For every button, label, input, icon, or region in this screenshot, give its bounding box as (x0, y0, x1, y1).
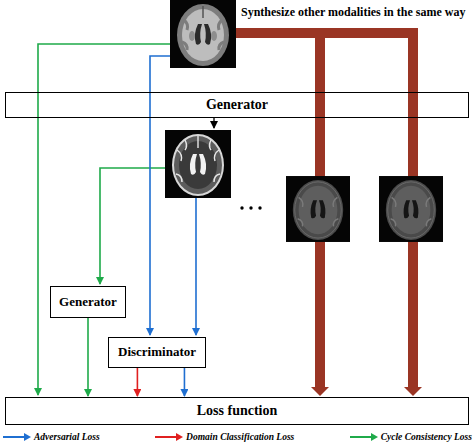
domain-classification-arrow (137, 368, 139, 396)
legend-item: Cycle Consistency Loss (349, 432, 472, 442)
generator-box: Generator (50, 286, 126, 318)
legend: Adversarial Loss Domain Classification Lo… (2, 429, 472, 444)
legend-label: Adversarial Loss (34, 432, 100, 442)
mri-modality-image (286, 176, 350, 242)
mri-t2-image (165, 130, 231, 198)
cycle-consistency-arrow (87, 318, 89, 396)
loss-function-band: Loss function (5, 397, 469, 425)
legend-label: Cycle Consistency Loss (381, 432, 472, 442)
generator-band: Generator (5, 92, 469, 118)
node-label: Generator (59, 295, 117, 309)
legend-arrow-sample (2, 432, 32, 442)
node-label: Loss function (197, 403, 278, 418)
ellipsis-dots (240, 206, 261, 209)
node-label: Generator (206, 97, 268, 112)
annotation-text: Synthesize other modalities in the same … (241, 6, 465, 19)
discriminator-box: Discriminator (108, 337, 206, 368)
mri-t1-image (170, 0, 236, 68)
mri-modality-image (379, 176, 443, 242)
generator-output-arrow (213, 118, 214, 128)
legend-arrow-sample (154, 432, 184, 442)
legend-label: Domain Classification Loss (186, 432, 294, 442)
adversarial-wire (195, 198, 197, 335)
legend-item: Adversarial Loss (2, 432, 100, 442)
node-label: Discriminator (118, 345, 196, 359)
legend-item: Domain Classification Loss (154, 432, 294, 442)
adversarial-arrow (184, 368, 186, 396)
legend-arrow-sample (349, 432, 379, 442)
cycle-wire (100, 168, 165, 284)
